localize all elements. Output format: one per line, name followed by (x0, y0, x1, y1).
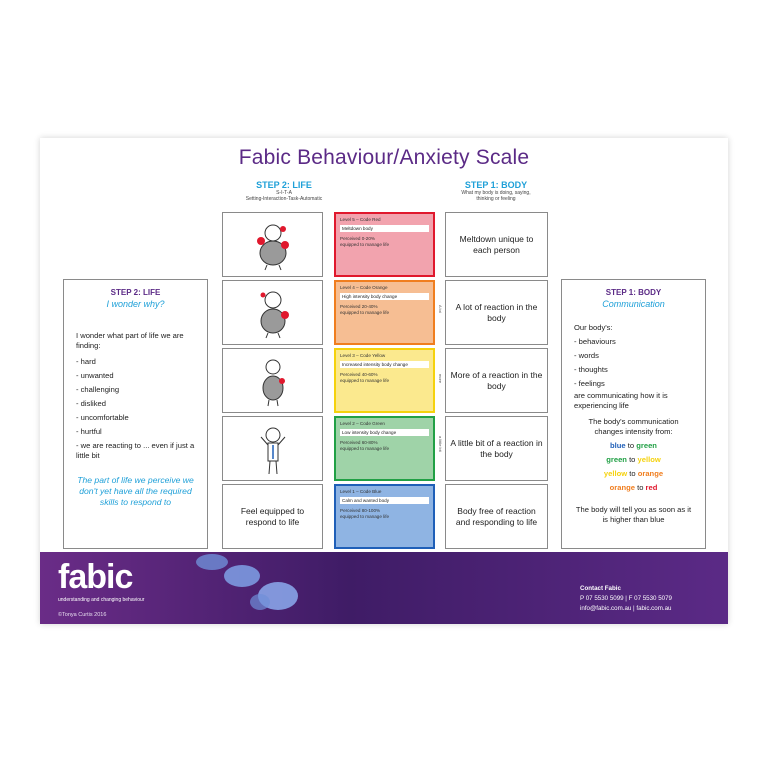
left-panel-subheading: I wonder why? (106, 299, 165, 309)
body-column-sub2: thinking or feeling (476, 196, 516, 202)
color-pair: yellow to orange (574, 467, 693, 481)
level-1-title: Level 1 – Code Blue (340, 489, 382, 494)
pair-from: green (606, 455, 627, 464)
pair-to-word: to (629, 455, 636, 464)
increased-intensity-figure-icon (262, 359, 285, 406)
contact-web: info@fabic.com.au | fabic.com.au (580, 605, 672, 612)
level-5-box: Level 5 – Code Red Meltdown body Perceiv… (334, 212, 435, 277)
level-1-body: Calm and wanted body (340, 497, 429, 504)
right-panel-intensity: The body's communication changes intensi… (588, 417, 679, 436)
meltdown-figure-icon (256, 224, 289, 270)
left-panel-life: STEP 2: LIFE I wonder why? I wonder what… (63, 279, 208, 549)
left-item: - unwanted (76, 371, 114, 380)
footer-tagline: understanding and changing behaviour (58, 597, 145, 603)
side-note-a-little-bit: a little bit (438, 436, 443, 452)
level-3-body: Increased intensity body change (340, 361, 429, 368)
right-item: - words (574, 351, 599, 360)
left-panel-list: I wonder what part of life we are findin… (76, 331, 195, 461)
pair-to: green (636, 441, 657, 450)
pair-to-word: to (627, 441, 635, 450)
right-panel-subheading: Communication (602, 299, 665, 309)
pair-to-word: to (637, 483, 644, 492)
right-item: - behaviours (574, 337, 616, 346)
level-3-title: Level 3 – Code Yellow (340, 353, 386, 358)
level-5-body: Meltdown body (340, 225, 429, 232)
right-item: - thoughts (574, 365, 608, 374)
color-pair: blue to green (574, 439, 693, 453)
body-column-heading: STEP 1: BODY (464, 180, 528, 190)
low-intensity-figure-icon (260, 427, 285, 474)
level-5-equipped: Perceived 0-20% equipped to manage life (340, 236, 390, 247)
contact-phone: P 07 5530 5099 | F 07 5530 5079 (580, 595, 672, 602)
figure-box-level-5 (222, 212, 323, 277)
pair-to: yellow (637, 455, 661, 464)
left-item: - disliked (76, 399, 106, 408)
level-2-title: Level 2 – Code Green (340, 421, 385, 426)
level-5-title: Level 5 – Code Red (340, 217, 381, 222)
level-2-equipped: Perceived 60-80% equipped to manage life (340, 440, 390, 451)
right-panel-outro: are communicating how it is experiencing… (574, 391, 668, 410)
contact-heading: Contact Fabic (580, 585, 621, 592)
level-4-equipped: Perceived 20-40% equipped to manage life (340, 304, 390, 315)
left-item: - uncomfortable (76, 413, 129, 422)
left-item: - hurtful (76, 427, 102, 436)
left-panel-quote: The part of life we perceive we don't ye… (77, 475, 194, 507)
color-pair: green to yellow (574, 453, 693, 467)
pair-to-word: to (629, 469, 636, 478)
side-note-a-lot: A lot (438, 305, 443, 313)
figure-box-level-2 (222, 416, 323, 481)
level-2-body: Low intensity body change (340, 429, 429, 436)
left-item: - challenging (76, 385, 120, 394)
left-item: - hard (76, 357, 96, 366)
right-panel-list: Our body's: - behaviours - words - thoug… (574, 321, 693, 411)
pair-from: blue (610, 441, 626, 450)
body-level-2-text: A little bit of a reaction in the body (445, 416, 548, 481)
life-level-1-text: Feel equipped to respond to life (222, 484, 323, 549)
footer-band: fabic understanding and changing behavio… (40, 552, 728, 624)
side-note-more: more (438, 374, 443, 384)
footer-contact: Contact Fabic P 07 5530 5099 | F 07 5530… (580, 584, 672, 614)
body-level-4-text: A lot of reaction in the body (445, 280, 548, 345)
footer-copyright: ©Tonya Curtis 2016 (58, 612, 107, 618)
left-panel-intro: I wonder what part of life we are findin… (76, 331, 184, 350)
right-panel-heading: STEP 1: BODY (605, 288, 662, 297)
level-3-equipped: Perceived 40-60% equipped to manage life (340, 372, 390, 383)
figure-box-level-3 (222, 348, 323, 413)
level-3-box: Level 3 – Code Yellow Increased intensit… (334, 348, 435, 413)
fabic-logo: fabic (58, 558, 133, 596)
pair-to: orange (637, 469, 664, 478)
level-4-box: Level 4 – Code Orange High intensity bod… (334, 280, 435, 345)
body-column-header: STEP 1: BODY What my body is doing, sayi… (436, 180, 556, 202)
right-panel-closing: The body will tell you as soon as it is … (575, 505, 692, 524)
poster: Fabic Behaviour/Anxiety Scale STEP 2: LI… (40, 138, 728, 624)
life-column-sub2: Setting-Interaction-Task-Automatic (245, 196, 323, 202)
body-level-5-text: Meltdown unique to each person (445, 212, 548, 277)
level-2-box: Level 2 – Code Green Low intensity body … (334, 416, 435, 481)
color-pairs: blue to green green to yellow yellow to … (574, 439, 693, 495)
life-column-sub1: S-I-T-A (276, 190, 292, 196)
level-4-title: Level 4 – Code Orange (340, 285, 388, 290)
high-intensity-figure-icon (260, 291, 289, 338)
pair-to: red (645, 483, 658, 492)
right-panel-body: STEP 1: BODY Communication Our body's: -… (561, 279, 706, 549)
left-item: - we are reacting to ... even if just a … (76, 441, 195, 460)
level-1-equipped: Perceived 80-100% equipped to manage lif… (340, 508, 390, 519)
body-level-1-text: Body free of reaction and responding to … (445, 484, 548, 549)
right-item: - feelings (574, 379, 605, 388)
right-panel-intro: Our body's: (574, 323, 613, 332)
body-column-sub1: What my body is doing, saying, (461, 190, 531, 196)
left-panel-heading: STEP 2: LIFE (110, 288, 161, 297)
color-pair: orange to red (574, 481, 693, 495)
body-level-3-text: More of a reaction in the body (445, 348, 548, 413)
level-4-body: High intensity body change (340, 293, 429, 300)
butterfly-decoration-icon (196, 554, 298, 610)
pair-from: yellow (603, 469, 628, 478)
figure-box-level-4 (222, 280, 323, 345)
level-1-box: Level 1 – Code Blue Calm and wanted body… (334, 484, 435, 549)
life-column-header: STEP 2: LIFE S-I-T-A Setting-Interaction… (224, 180, 344, 202)
page-title: Fabic Behaviour/Anxiety Scale (238, 146, 530, 169)
pair-from: orange (609, 483, 635, 492)
life-column-heading: STEP 2: LIFE (256, 180, 312, 190)
